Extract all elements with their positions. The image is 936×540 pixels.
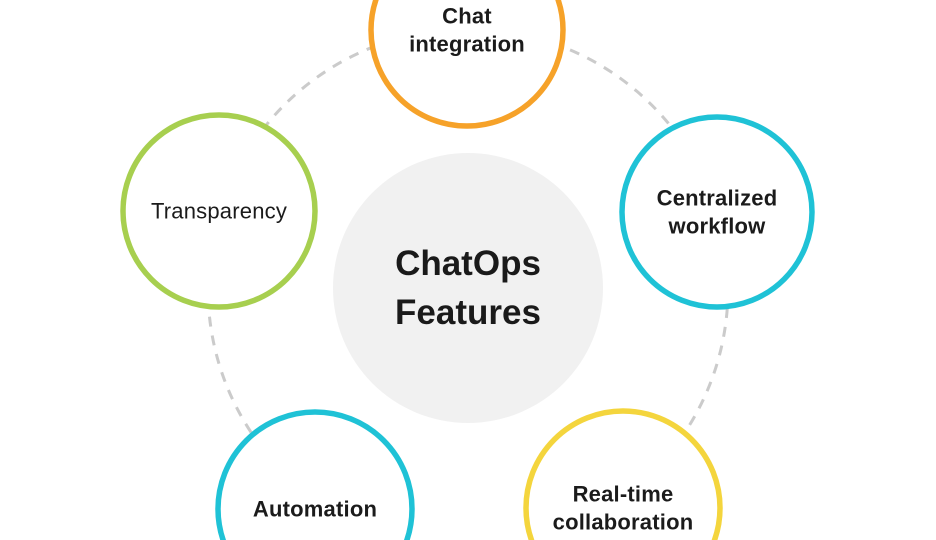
node-centralized-workflow-circle [619,114,815,310]
node-automation-circle [215,409,415,540]
center-circle [333,153,603,423]
node-real-time-collaboration-circle [523,408,723,540]
node-chat-integration-circle [368,0,566,129]
node-transparency-circle [120,112,318,310]
